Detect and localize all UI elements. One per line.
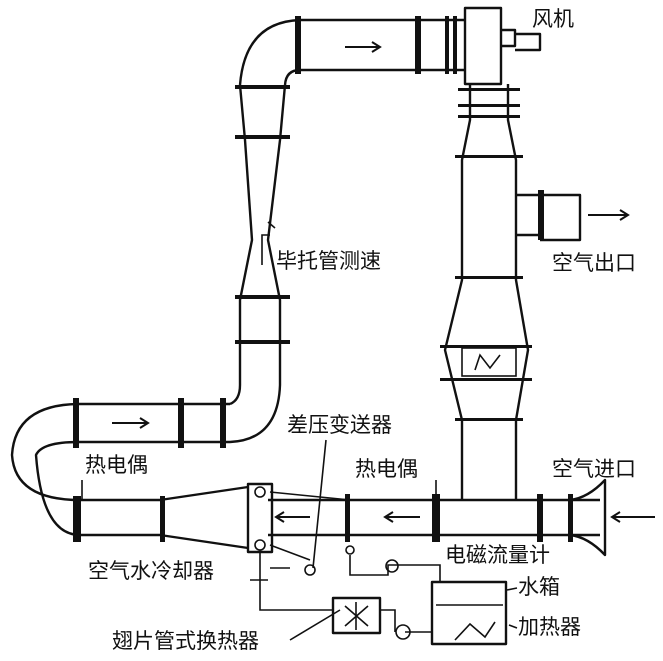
flange <box>160 496 165 542</box>
flange <box>455 276 523 279</box>
flange <box>455 418 523 421</box>
flange <box>538 190 544 240</box>
flange <box>440 345 532 348</box>
flange <box>235 85 290 89</box>
fan-body <box>463 6 503 86</box>
tank-heater-icon <box>454 621 496 641</box>
flange <box>415 16 421 74</box>
flange <box>568 494 573 542</box>
flanges <box>73 16 573 542</box>
label-air-outlet: 空气出口 <box>552 251 636 275</box>
flange <box>445 16 449 74</box>
pitot-vertical-duct <box>238 84 287 385</box>
leader-lines <box>250 579 518 641</box>
flange <box>440 378 532 381</box>
flow-arrow-left-icon <box>610 511 655 523</box>
fan-shaft <box>501 28 542 52</box>
flange <box>178 398 184 448</box>
thermocouple-sensor-icon <box>345 545 355 555</box>
top-duct <box>300 18 465 72</box>
flow-arrows <box>112 41 655 523</box>
cooler-port-bottom <box>254 539 266 551</box>
flange <box>455 155 523 158</box>
left-horizontal-duct <box>78 402 230 444</box>
label-air-water-cooler: 空气水冷却器 <box>88 559 214 583</box>
water-loop-pipe <box>259 550 441 633</box>
flow-arrow-right-icon <box>112 417 150 429</box>
label-diff-pressure: 差压变送器 <box>287 413 392 437</box>
flange <box>345 494 350 542</box>
pipe-network <box>10 6 607 557</box>
flow-arrow-right-icon <box>345 41 382 53</box>
flange <box>458 115 520 118</box>
cooler-port-top <box>254 486 266 498</box>
air-water-cooler-body <box>246 482 274 554</box>
label-thermocouple-right: 热电偶 <box>355 457 418 481</box>
fin-tube-heat-exchanger-body <box>331 596 382 635</box>
left-u-bend <box>10 402 81 537</box>
label-water-tank: 水箱 <box>518 575 560 599</box>
flange <box>295 16 301 74</box>
em-flowmeter-icon <box>385 559 399 573</box>
flange <box>220 398 226 448</box>
water-tank-body <box>430 580 508 646</box>
label-fan: 风机 <box>532 7 574 31</box>
duct-heater-box <box>461 347 517 377</box>
outlet-branch <box>516 193 582 242</box>
flow-arrow-left-icon <box>383 511 420 523</box>
label-air-inlet: 空气进口 <box>552 457 636 481</box>
diff-pressure-lines <box>269 439 351 569</box>
flange <box>453 16 457 74</box>
flange <box>458 104 520 107</box>
flow-arrow-left-icon <box>274 511 310 523</box>
label-pitot: 毕托管测速 <box>276 249 381 273</box>
top-elbow <box>238 18 301 86</box>
diff-pressure-sensor-icon <box>304 564 316 576</box>
label-fin-tube-hx: 翅片管式换热器 <box>112 629 259 653</box>
fin-tube-heat-exchanger-symbol <box>344 602 369 630</box>
flange <box>73 496 81 542</box>
duct-heater-zigzag <box>474 353 501 371</box>
flange <box>432 494 440 542</box>
flange <box>235 340 290 344</box>
inlet-bell <box>569 478 607 557</box>
cooler-and-instruments <box>81 221 508 646</box>
flange <box>235 295 290 299</box>
pitot-tube-icon <box>261 221 276 265</box>
label-thermocouple-left: 热电偶 <box>85 453 148 477</box>
pump-icon <box>395 624 411 640</box>
flange <box>458 88 520 91</box>
flange <box>235 135 290 139</box>
label-heater: 加热器 <box>518 615 581 639</box>
lower-elbow <box>229 384 282 444</box>
right-vertical-duct <box>443 84 530 500</box>
flange <box>537 494 543 542</box>
flow-arrow-right-icon <box>588 209 630 221</box>
labels: 风机 空气出口 毕托管测速 差压变送器 热电偶 热电偶 空气进口 空气水冷却器 … <box>85 7 636 653</box>
label-em-flowmeter: 电磁流量计 <box>445 543 550 567</box>
flange <box>73 398 79 448</box>
